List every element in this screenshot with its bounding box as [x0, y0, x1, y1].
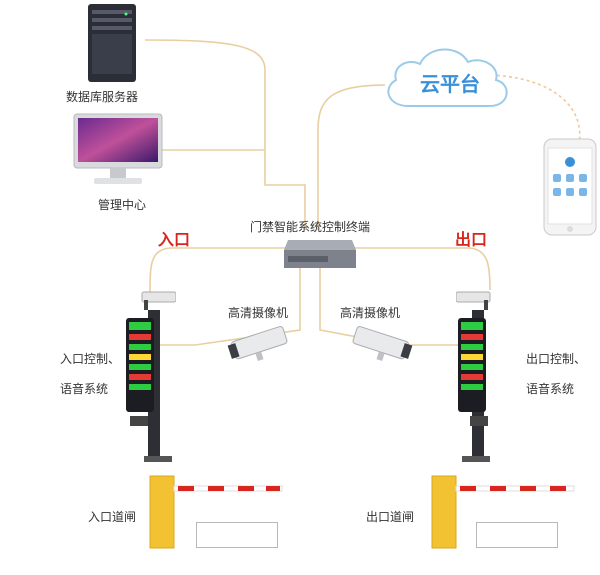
parking-kiosk-icon	[120, 288, 176, 464]
db-server-label: 数据库服务器	[66, 90, 139, 104]
entrance-control-label-2: 语音系统	[60, 382, 109, 396]
hd-camera-left-label: 高清摄像机	[228, 306, 289, 320]
cloud-platform-label: 云平台	[420, 72, 480, 96]
entrance-plate-box	[196, 522, 278, 548]
exit-plate-box	[476, 522, 558, 548]
parking-kiosk-icon	[456, 288, 512, 464]
wire-server	[144, 39, 306, 230]
desktop-monitor-icon	[72, 112, 164, 190]
wire-entrance	[149, 247, 285, 296]
cloud-icon	[378, 38, 518, 116]
network-controller-icon	[278, 236, 358, 272]
controller-label: 门禁智能系统控制终端	[250, 220, 371, 234]
wire-cloud	[317, 84, 386, 230]
wire-exit	[340, 247, 491, 291]
hd-camera-right-label: 高清摄像机	[340, 306, 401, 320]
exit-control-label-2: 语音系统	[526, 382, 575, 396]
barrier-gate-icon	[428, 470, 578, 550]
exit-control-label-1: 出口控制、	[526, 352, 587, 366]
cctv-camera-icon	[222, 322, 294, 364]
barrier-gate-icon	[146, 470, 286, 550]
smartphone-icon	[543, 138, 597, 236]
wire-phone	[484, 74, 581, 151]
entrance-control-label-1: 入口控制、	[60, 352, 121, 366]
entrance-barrier-label: 入口道闸	[88, 510, 137, 524]
entrance-label: 入口	[158, 230, 191, 249]
exit-barrier-label: 出口道闸	[366, 510, 415, 524]
management-center-label: 管理中心	[98, 198, 147, 212]
exit-label: 出口	[455, 230, 488, 249]
server-tower-icon	[82, 2, 142, 84]
cctv-camera-icon	[346, 322, 418, 364]
